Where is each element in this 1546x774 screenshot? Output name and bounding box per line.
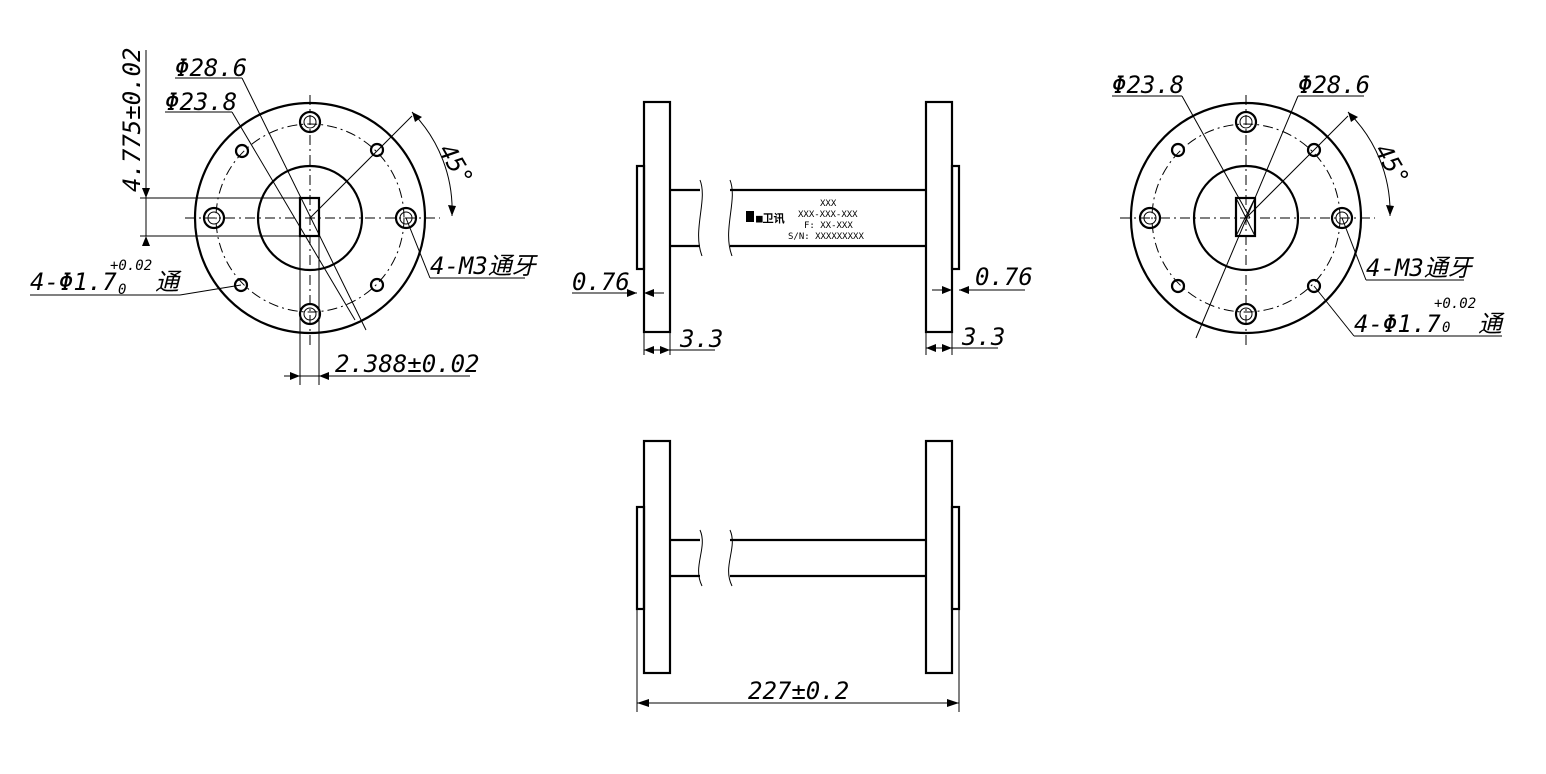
left-pin-hole	[369, 142, 385, 158]
right-pin-hole	[1170, 142, 1186, 158]
left-thread-note: 4-M3通牙	[430, 252, 539, 280]
left-width-dim-label: 2.388±0.02	[335, 350, 480, 378]
right-end-view	[1112, 95, 1502, 345]
right-thread-note: 4-M3通牙	[1366, 254, 1475, 282]
top-right-gap-dim: 0.76	[975, 263, 1033, 291]
total-length-dim: 227±0.2	[748, 677, 849, 705]
label-line-4: S/N: XXXXXXXXX	[788, 232, 864, 242]
right-angle-label: 45°	[1369, 139, 1415, 191]
left-pin-hole	[233, 277, 249, 293]
bottom-side-view	[635, 439, 961, 712]
left-m3-hole-left	[202, 206, 226, 230]
right-hole-tolerance-upper: +0.02	[1434, 296, 1476, 312]
top-right-flange-dim: 3.3	[961, 323, 1005, 351]
right-hole-note-prefix: 4-Φ1.7	[1354, 310, 1441, 338]
label-line-1: XXX	[820, 199, 837, 209]
right-outer-diameter-label: Φ28.6	[1298, 71, 1370, 99]
left-hole-tolerance-lower: 0	[118, 282, 126, 298]
top-left-gap-dim: 0.76	[572, 268, 630, 296]
top-left-flange	[642, 100, 672, 334]
left-outer-diameter-label: Φ28.6	[175, 54, 247, 82]
top-side-view	[572, 100, 1025, 355]
right-m3-hole-top	[1234, 110, 1258, 134]
logo-mark	[746, 211, 754, 222]
right-hole-note-suffix: 通	[1478, 310, 1505, 338]
right-pin-hole	[1306, 142, 1322, 158]
logo-text: ■卫讯	[756, 212, 785, 225]
left-hole-tolerance-upper: +0.02	[110, 258, 152, 274]
right-hole-tolerance-lower: 0	[1442, 320, 1450, 336]
left-m3-hole-top	[298, 110, 322, 134]
left-pin-hole	[369, 277, 385, 293]
bottom-right-flange	[924, 439, 954, 675]
left-hole-note-prefix: 4-Φ1.7	[30, 268, 117, 296]
left-pin-hole	[234, 143, 250, 159]
left-angle-label: 45°	[433, 139, 479, 191]
label-line-2: XXX-XXX-XXX	[798, 210, 858, 220]
right-pin-hole	[1170, 278, 1186, 294]
top-left-flange-dim: 3.3	[679, 325, 723, 353]
top-right-flange	[924, 100, 954, 334]
left-hole-note-suffix: 通	[155, 268, 182, 296]
right-pin-hole	[1306, 278, 1322, 294]
bottom-left-flange	[642, 439, 672, 675]
right-m3-hole-right	[1330, 206, 1354, 230]
left-m3-hole-right	[394, 206, 418, 230]
label-line-3: F: XX-XXX	[804, 221, 853, 231]
right-pcd-diameter-label: Φ23.8	[1112, 71, 1184, 99]
left-height-dim-label: 4.775±0.02	[118, 48, 146, 193]
left-pcd-diameter-label: Φ23.8	[165, 88, 237, 116]
left-end-view	[30, 50, 525, 385]
